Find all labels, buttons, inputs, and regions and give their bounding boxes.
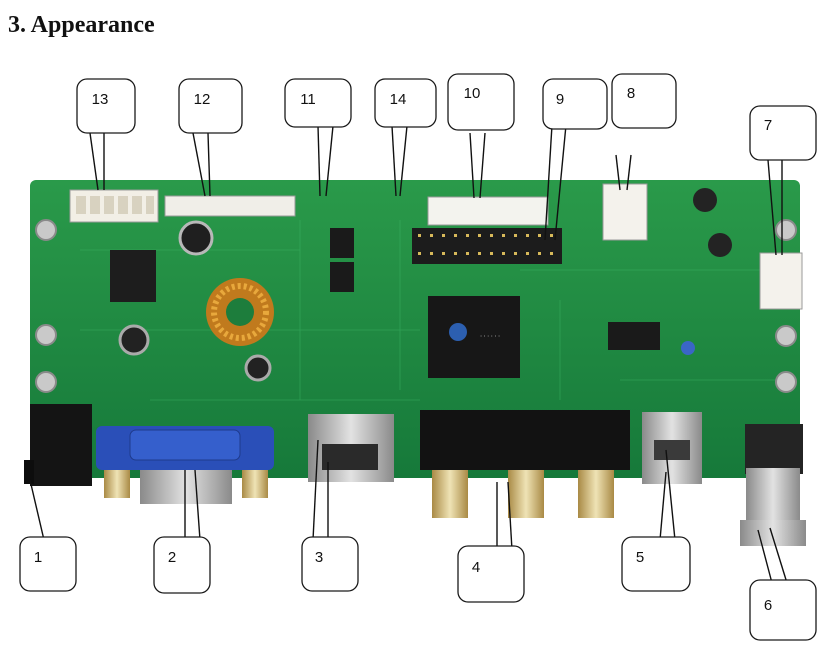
callout-label: 13 xyxy=(92,91,109,108)
connector-8 xyxy=(602,183,648,241)
capacitor xyxy=(693,188,717,212)
capacitor xyxy=(244,354,272,382)
callout-12: 12 xyxy=(178,78,243,134)
capacitor xyxy=(681,341,695,355)
callout-3: 3 xyxy=(301,536,359,592)
callout-label: 12 xyxy=(194,91,211,108)
capacitor xyxy=(178,220,214,256)
callout-label: 10 xyxy=(464,85,481,102)
callout-label: 7 xyxy=(764,117,772,134)
top-connector-12 xyxy=(164,195,296,217)
callout-6: 6 xyxy=(749,579,817,641)
callout-label: 5 xyxy=(636,549,644,566)
small-ic xyxy=(330,262,354,292)
pin-header-9 xyxy=(412,228,562,264)
callout-label: 6 xyxy=(764,597,772,614)
callout-13: 13 xyxy=(76,78,136,134)
callout-14: 14 xyxy=(374,78,437,128)
capacitor xyxy=(708,233,732,257)
main-chip: ······ xyxy=(428,296,520,378)
callout-label: 9 xyxy=(556,91,564,108)
callout-4: 4 xyxy=(457,545,525,603)
mounting-hole xyxy=(35,219,797,393)
top-connector-13 xyxy=(69,189,159,223)
callout-7: 7 xyxy=(749,105,817,161)
callout-1: 1 xyxy=(19,536,77,592)
callout-label: 2 xyxy=(168,549,176,566)
callout-2: 2 xyxy=(153,536,211,594)
callout-label: 4 xyxy=(472,559,480,576)
usb-port-5 xyxy=(642,412,702,484)
connector-7 xyxy=(759,252,803,310)
callout-11: 11 xyxy=(284,78,352,128)
power-ic xyxy=(110,250,156,302)
hdmi-port-3 xyxy=(308,414,394,482)
small-ic xyxy=(608,322,660,350)
pcb-board xyxy=(30,180,800,478)
callout-10: 10 xyxy=(447,73,515,131)
callout-8: 8 xyxy=(611,73,677,129)
callout-label: 14 xyxy=(390,91,407,108)
svg-text:······: ······ xyxy=(479,333,501,340)
callout-label: 1 xyxy=(34,549,42,566)
callout-label: 8 xyxy=(627,85,635,102)
callout-9: 9 xyxy=(542,78,608,130)
callout-5: 5 xyxy=(621,536,691,592)
page-title: 3. Appearance xyxy=(8,12,155,38)
ffc-connector-10 xyxy=(427,196,549,226)
callout-label: 3 xyxy=(315,549,323,566)
av-ports-4 xyxy=(420,410,630,518)
bnc-connector-6 xyxy=(740,424,806,546)
vga-port-2 xyxy=(96,426,274,504)
capacitor xyxy=(118,324,150,356)
leader-lines xyxy=(29,124,788,584)
callout-label: 11 xyxy=(300,91,316,108)
toroid-inductor xyxy=(206,278,274,346)
small-ic xyxy=(330,228,354,258)
dc-jack-1 xyxy=(24,404,92,486)
